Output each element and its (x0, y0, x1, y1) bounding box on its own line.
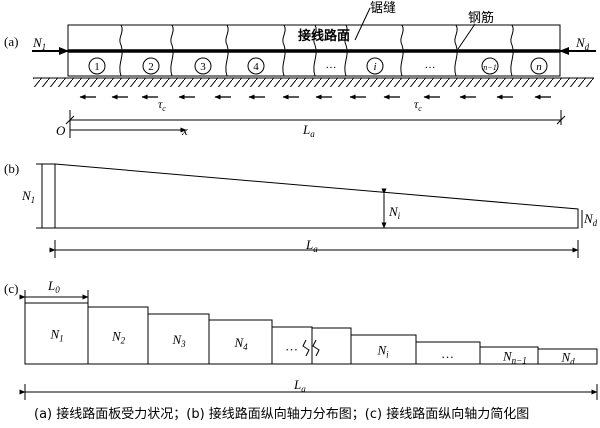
saw-cut-label: 锯缝 (370, 1, 396, 16)
dim-n1-label: N1 (21, 188, 35, 205)
panel-b: (b) N1 Ni Nd La (4, 161, 598, 258)
step-label: Nd (561, 350, 576, 367)
saw-cut (119, 24, 123, 77)
step-diagram: N1 N2 N3 N4 … Ni … Nn−1 Nd (24, 302, 598, 367)
step-label: N4 (234, 335, 249, 352)
dim-a-label: La (302, 122, 315, 139)
saw-cut (344, 24, 348, 77)
saw-cut (313, 24, 317, 77)
panel-a-tag: (a) (4, 34, 18, 49)
saw-cut (282, 24, 286, 77)
saw-cut (510, 24, 514, 77)
slab-number-group: 1 2 3 4 … i … n−1 n (88, 57, 548, 75)
rebar-label: 钢筋 (468, 10, 494, 26)
axial-force-trapezoid (54, 163, 579, 229)
rebar-leader (457, 23, 476, 50)
saw-cut (225, 24, 229, 77)
slab-number-circle (88, 57, 106, 75)
dim-ni-label: Ni (388, 204, 401, 221)
panel-a: (a) 1 2 3 4 … i … n−1 n N1 Nd 锯缝 钢筋 接线路面 τc τc O… (4, 1, 596, 139)
step-label: N3 (172, 332, 187, 349)
shear-label-right: τc (414, 97, 422, 113)
left-force-label: N1 (32, 35, 46, 52)
slab-number-circle (247, 57, 265, 75)
slab-number: 4 (253, 61, 259, 73)
right-force-label: Nd (575, 35, 590, 52)
slab-number: 1 (94, 61, 100, 73)
pavement-label: 接线路面 (298, 28, 350, 44)
slab-number-circle (142, 57, 160, 75)
slab-number: 2 (148, 61, 154, 73)
dim-c-label: La (293, 377, 306, 394)
slab-number: n−1 (483, 63, 496, 72)
break-mark (312, 339, 320, 357)
slab-number: … (326, 59, 337, 71)
slab-number: 3 (200, 61, 206, 73)
shear-label-left: τc (158, 97, 166, 113)
slab-number: i (373, 61, 376, 73)
step-label: … (286, 339, 298, 354)
slab-number: n (536, 61, 542, 73)
panel-c: (c) L0 N1 N2 N3 N4 … Ni … Nn−1 Nd La (4, 278, 598, 400)
panel-c-tag: (c) (4, 281, 18, 296)
dim-b-label: La (305, 237, 318, 254)
dim-nd-label: Nd (583, 211, 598, 228)
panel-b-tag: (b) (4, 161, 19, 176)
saw-cut (400, 24, 404, 77)
slab-number-circle (530, 57, 548, 75)
slab-number-circle (366, 57, 384, 75)
saw-cut (454, 24, 458, 77)
step-label: Nn−1 (502, 349, 527, 366)
slab-number-circle (481, 57, 499, 75)
dim-l0-label: L0 (47, 278, 60, 295)
step-label: N2 (111, 329, 126, 346)
slab-number: … (425, 59, 436, 71)
step-block (311, 327, 352, 365)
step-label: Ni (377, 343, 390, 360)
step-label: … (442, 346, 454, 361)
saw-cut-leader (354, 7, 371, 41)
x-axis-label: x (181, 123, 188, 138)
step-block (537, 348, 598, 365)
ground-hatch (33, 78, 594, 87)
step-label: N1 (50, 327, 64, 344)
dim-a-slash-right (556, 115, 566, 125)
figure-caption: (a) 接线路面板受力状况；(b) 接线路面纵向轴力分布图；(c) 接线路面纵向… (34, 406, 529, 422)
break-mark (302, 339, 310, 357)
origin-label: O (56, 123, 66, 138)
slab-number-circle (194, 57, 212, 75)
dim-a-slash-left (65, 115, 75, 125)
saw-cut (170, 24, 174, 77)
saw-cuts (119, 24, 514, 77)
